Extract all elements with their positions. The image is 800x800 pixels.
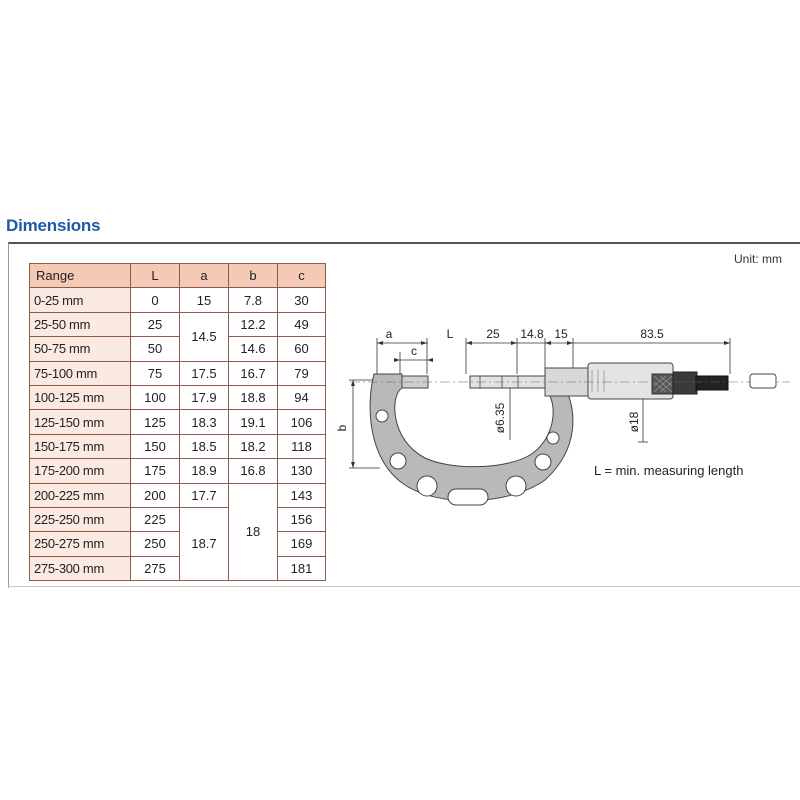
a-cell: 18.5 [179,433,229,460]
label-14-8: 14.8 [520,327,544,341]
table-row: 100-125 mm 100 17.9 18.8 94 [29,384,326,411]
label-spindle-diameter: ø6.35 [493,402,507,433]
L-cell: 50 [130,336,180,362]
label-83-5: 83.5 [640,327,664,341]
a-cell: 17.5 [179,360,229,386]
L-cell: 175 [130,458,180,484]
c-cell: 143 [277,482,326,508]
label-b: b [335,424,349,431]
table-row: 275-300 mm 275 181 [29,555,326,582]
b-cell: 19.1 [228,409,278,435]
range-cell: 25-50 mm [29,311,131,338]
b-cell: 7.8 [228,287,278,313]
table-row: 150-175 mm 150 18.5 18.2 118 [29,433,326,460]
section-title: Dimensions [6,216,101,235]
table-row: 25-50 mm 25 14.5 12.2 49 [29,311,326,362]
header-b: b [228,262,278,289]
a-cell: 17.7 [179,482,229,508]
label-sleeve-diameter: ø18 [627,411,641,432]
label-c: c [411,344,417,358]
a-cell: 17.9 [179,384,229,411]
micrometer-drawing: a c L 25 14.8 15 83.5 b ø6.35 ø18 L = mi… [335,327,790,506]
c-cell: 79 [277,360,326,386]
a-cell-merged: 14.5 [179,311,229,362]
table-row: 125-150 mm 125 18.3 19.1 106 [29,409,326,435]
table-row: 225-250 mm 225 18.7 156 [29,506,326,582]
range-cell: 100-125 mm [29,384,131,411]
c-cell: 181 [277,555,326,582]
table-row: 200-225 mm 200 17.7 18 143 [29,482,326,582]
b-cell: 14.6 [228,336,278,362]
c-cell: 130 [277,458,326,484]
c-cell: 169 [277,531,326,557]
L-cell: 25 [130,311,180,338]
c-cell: 106 [277,409,326,435]
unit-label: Unit: mm [734,252,782,266]
table-row: 0-25 mm 0 15 7.8 30 [29,287,326,313]
table-row: 250-275 mm 250 169 [29,531,326,557]
c-cell: 30 [277,287,326,313]
label-a: a [386,327,393,341]
range-cell: 200-225 mm [29,482,131,508]
a-cell-merged: 18.7 [179,506,229,582]
b-cell: 18.8 [228,384,278,411]
b-cell: 16.7 [228,360,278,386]
range-cell: 275-300 mm [29,555,131,582]
a-cell: 18.3 [179,409,229,435]
L-cell: 200 [130,482,180,508]
L-cell: 275 [130,555,180,582]
L-cell: 125 [130,409,180,435]
b-cell: 12.2 [228,311,278,338]
c-cell: 156 [277,506,326,533]
a-cell: 18.9 [179,458,229,484]
c-cell: 118 [277,433,326,460]
range-cell: 175-200 mm [29,458,131,484]
header-a: a [179,262,229,289]
header-c: c [277,262,326,289]
range-cell: 50-75 mm [29,336,131,362]
dimensions-panel [8,242,800,588]
table-row: 50-75 mm 50 14.6 60 [29,336,326,362]
min-length-note: L = min. measuring length [594,463,743,478]
L-cell: 250 [130,531,180,557]
label-15: 15 [554,327,568,341]
table-row: 75-100 mm 75 17.5 16.7 79 [29,360,326,386]
range-cell: 250-275 mm [29,531,131,557]
c-cell: 94 [277,384,326,411]
range-cell: 0-25 mm [29,287,131,313]
range-cell: 225-250 mm [29,506,131,533]
L-cell: 100 [130,384,180,411]
dimensions-table: Range L a b c 0-25 mm 0 15 7.8 30 25-50 … [29,262,326,582]
table-header-row: Range L a b c [29,262,326,289]
label-L: L [447,327,454,341]
label-25: 25 [486,327,500,341]
range-cell: 150-175 mm [29,433,131,460]
range-cell: 75-100 mm [29,360,131,386]
panel-divider [8,586,800,587]
L-cell: 225 [130,506,180,533]
b-cell: 16.8 [228,458,278,484]
header-range: Range [29,262,131,289]
L-cell: 150 [130,433,180,460]
table-row: 175-200 mm 175 18.9 16.8 130 [29,458,326,484]
c-cell: 49 [277,311,326,338]
header-L: L [130,262,180,289]
b-cell: 18.2 [228,433,278,460]
L-cell: 0 [130,287,180,313]
range-cell: 125-150 mm [29,409,131,435]
L-cell: 75 [130,360,180,386]
b-cell-merged: 18 [228,482,278,582]
c-cell: 60 [277,336,326,362]
a-cell: 15 [179,287,229,313]
